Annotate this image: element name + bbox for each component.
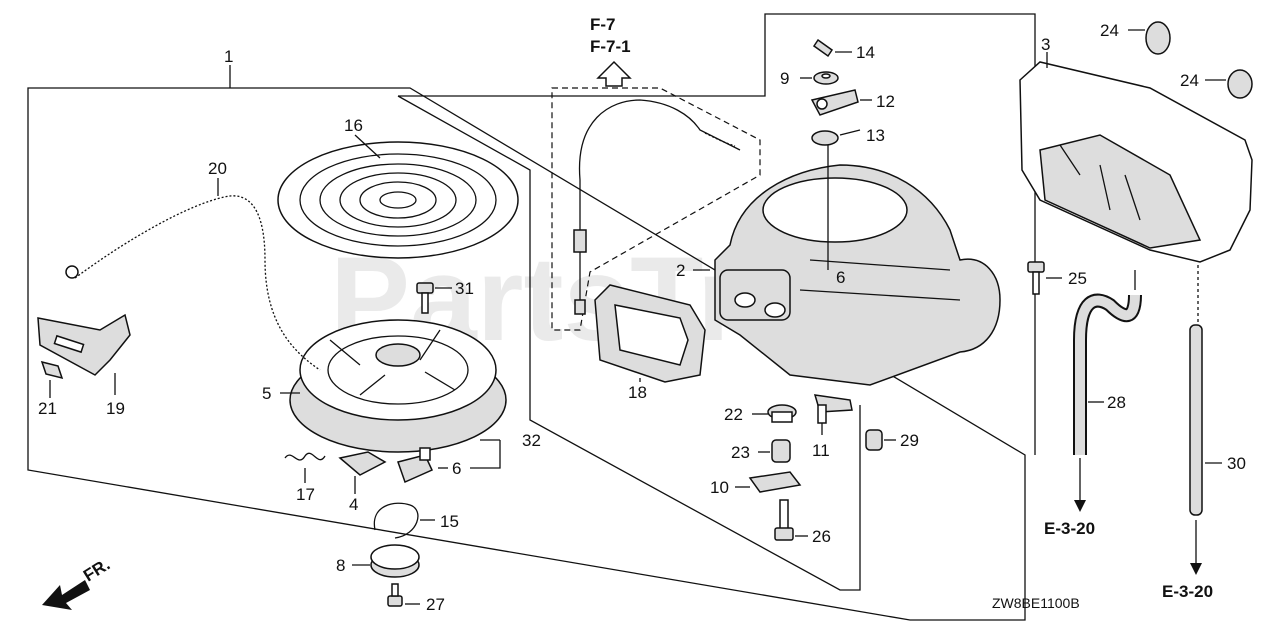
friction-spring[interactable] — [373, 502, 419, 539]
ref-f7[interactable]: F-7 — [590, 15, 616, 34]
rope-knot — [65, 265, 79, 279]
callout-30: 30 — [1227, 454, 1246, 473]
arrow-30-head — [1190, 563, 1202, 575]
collar-29[interactable] — [865, 429, 883, 451]
tube-30[interactable] — [1189, 324, 1203, 516]
callout-2: 2 — [676, 261, 685, 280]
collar-23[interactable] — [771, 439, 791, 463]
callout-6b: 6 — [836, 268, 845, 287]
washer-9[interactable] — [813, 71, 839, 85]
callout-21: 21 — [38, 399, 57, 418]
callout-27: 27 — [426, 595, 445, 614]
cable-end — [574, 299, 586, 315]
leader-32 — [470, 439, 501, 469]
callout-22: 22 — [724, 405, 743, 424]
callout-6a: 6 — [452, 459, 461, 478]
diagram-code: ZW8BE1100B — [992, 595, 1080, 611]
callout-26: 26 — [812, 527, 831, 546]
callout-19: 19 — [106, 399, 125, 418]
bolt-26[interactable] — [774, 499, 794, 541]
ref-f7-1[interactable]: F-7-1 — [590, 37, 631, 56]
callout-13: 13 — [866, 126, 885, 145]
grip-insert[interactable] — [40, 360, 64, 380]
leader-13 — [839, 129, 861, 136]
tube-28-inner — [1075, 294, 1140, 455]
ref-e3-20-b[interactable]: E-3-20 — [1162, 582, 1213, 601]
callout-29: 29 — [900, 431, 919, 450]
callout-25: 25 — [1068, 269, 1087, 288]
cable-fitting — [573, 229, 587, 253]
callout-24a: 24 — [1100, 21, 1119, 40]
part-14[interactable] — [812, 38, 834, 58]
lever-11[interactable] — [813, 394, 853, 424]
group-box-1 — [27, 87, 1026, 621]
fan-cover[interactable] — [714, 164, 1001, 386]
callout-5: 5 — [262, 384, 271, 403]
callout-10: 10 — [710, 478, 729, 497]
callout-17: 17 — [296, 485, 315, 504]
starter-rope[interactable] — [74, 195, 321, 371]
callout-9: 9 — [780, 69, 789, 88]
bracket-10[interactable] — [748, 471, 802, 493]
starter-grip[interactable] — [37, 313, 131, 376]
grommet-24b[interactable] — [1227, 69, 1253, 99]
bolt-27[interactable] — [387, 583, 403, 607]
ref-e3-20-a[interactable]: E-3-20 — [1044, 519, 1095, 538]
callout-28: 28 — [1107, 393, 1126, 412]
cable-dashed-box — [551, 87, 761, 331]
bolt-31[interactable] — [416, 282, 434, 314]
callout-15: 15 — [440, 512, 459, 531]
callout-11: 11 — [812, 441, 830, 460]
pawl-6[interactable] — [397, 447, 434, 484]
callout-23: 23 — [731, 443, 750, 462]
arrow-28-head — [1074, 500, 1086, 512]
air-cleaner-case[interactable] — [1019, 61, 1253, 263]
clip-13[interactable] — [811, 130, 839, 146]
friction-plate[interactable] — [370, 544, 420, 578]
front-arrow-icon — [42, 580, 90, 610]
spiral-spring[interactable] — [277, 141, 519, 259]
cable-spring — [704, 132, 736, 147]
up-arrow-icon — [596, 60, 632, 87]
leader-16 — [354, 134, 381, 159]
arm-12[interactable] — [810, 89, 859, 116]
callout-18: 18 — [628, 383, 647, 402]
callout-32: 32 — [522, 431, 541, 450]
callout-1: 1 — [224, 47, 233, 66]
callout-3: 3 — [1041, 35, 1050, 54]
callout-8: 8 — [336, 556, 345, 575]
callout-14: 14 — [856, 43, 875, 62]
ratchet[interactable] — [338, 451, 387, 476]
callout-4: 4 — [349, 495, 358, 514]
grommet-24a[interactable] — [1145, 21, 1171, 55]
callout-20: 20 — [208, 159, 227, 178]
callout-24b: 24 — [1180, 71, 1199, 90]
callout-12: 12 — [876, 92, 895, 111]
return-spring[interactable] — [284, 452, 326, 461]
bolt-25[interactable] — [1027, 261, 1045, 295]
callout-31: 31 — [455, 279, 474, 298]
control-cable[interactable] — [578, 99, 741, 181]
callout-16: 16 — [344, 116, 363, 135]
starter-reel[interactable] — [289, 319, 507, 453]
guide-plate[interactable] — [594, 284, 706, 383]
group-box-2-inner — [397, 95, 861, 591]
grommet-22[interactable] — [767, 404, 797, 423]
